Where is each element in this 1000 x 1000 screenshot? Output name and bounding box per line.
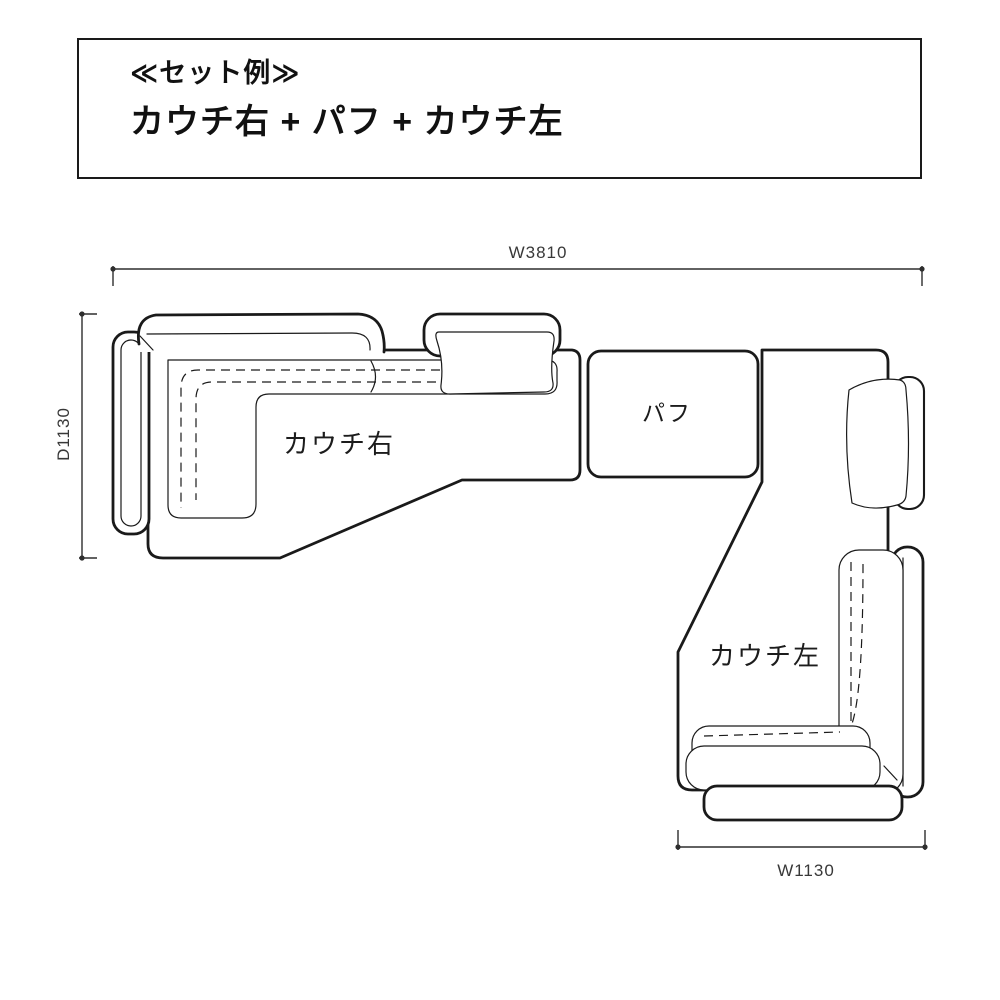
pouf-label: パフ bbox=[642, 400, 692, 426]
dimension-depth-label: D1130 bbox=[54, 407, 73, 461]
dimension-endpoint bbox=[675, 844, 681, 850]
couch-right-label: カウチ右 bbox=[283, 429, 395, 459]
dimension-total-width: W3810 bbox=[110, 243, 925, 286]
set-example-title: カウチ右 + パフ + カウチ左 bbox=[130, 103, 564, 142]
set-example-header: ≪セット例≫ カウチ右 + パフ + カウチ左 bbox=[77, 38, 922, 179]
dimension-depth: D1130 bbox=[54, 311, 97, 561]
dimension-couch-left-width: W1130 bbox=[675, 830, 928, 880]
couch-right-cushion-seam bbox=[370, 360, 377, 393]
pouf-piece: パフ bbox=[586, 349, 760, 479]
dimension-endpoint bbox=[79, 555, 85, 561]
couch-left-footrest-cushion bbox=[685, 745, 881, 791]
dimension-endpoint bbox=[922, 844, 928, 850]
couch-left-label: カウチ左 bbox=[709, 641, 821, 671]
pouf-outline bbox=[586, 349, 760, 479]
couch-right-seam-dashed bbox=[180, 369, 545, 508]
couch-right-headrest-pillow bbox=[435, 331, 555, 395]
couch-left-piece: カウチ左 bbox=[676, 348, 926, 822]
couch-right-armrest bbox=[111, 330, 151, 536]
couch-right-corner-mark bbox=[139, 335, 154, 351]
couch-left-corner-mark bbox=[883, 765, 898, 781]
dimension-endpoint bbox=[79, 311, 85, 317]
couch-left-seat-seam-dashed bbox=[703, 731, 841, 737]
couch-right-backrest-outline bbox=[136, 312, 386, 354]
couch-left-headrest-pillow bbox=[846, 378, 910, 509]
dimension-endpoint bbox=[919, 266, 925, 272]
dimension-endpoint bbox=[110, 266, 116, 272]
couch-right-piece: カウチ右 bbox=[111, 312, 582, 560]
dimension-couch-left-width-label: W1130 bbox=[777, 861, 835, 880]
couch-right-armrest-inner-line bbox=[120, 339, 142, 527]
set-example-subtitle: ≪セット例≫ bbox=[130, 58, 301, 88]
dimension-total-width-label: W3810 bbox=[509, 243, 568, 262]
couch-left-base bbox=[702, 784, 904, 822]
couch-right-backrest-inner-line bbox=[146, 332, 371, 351]
